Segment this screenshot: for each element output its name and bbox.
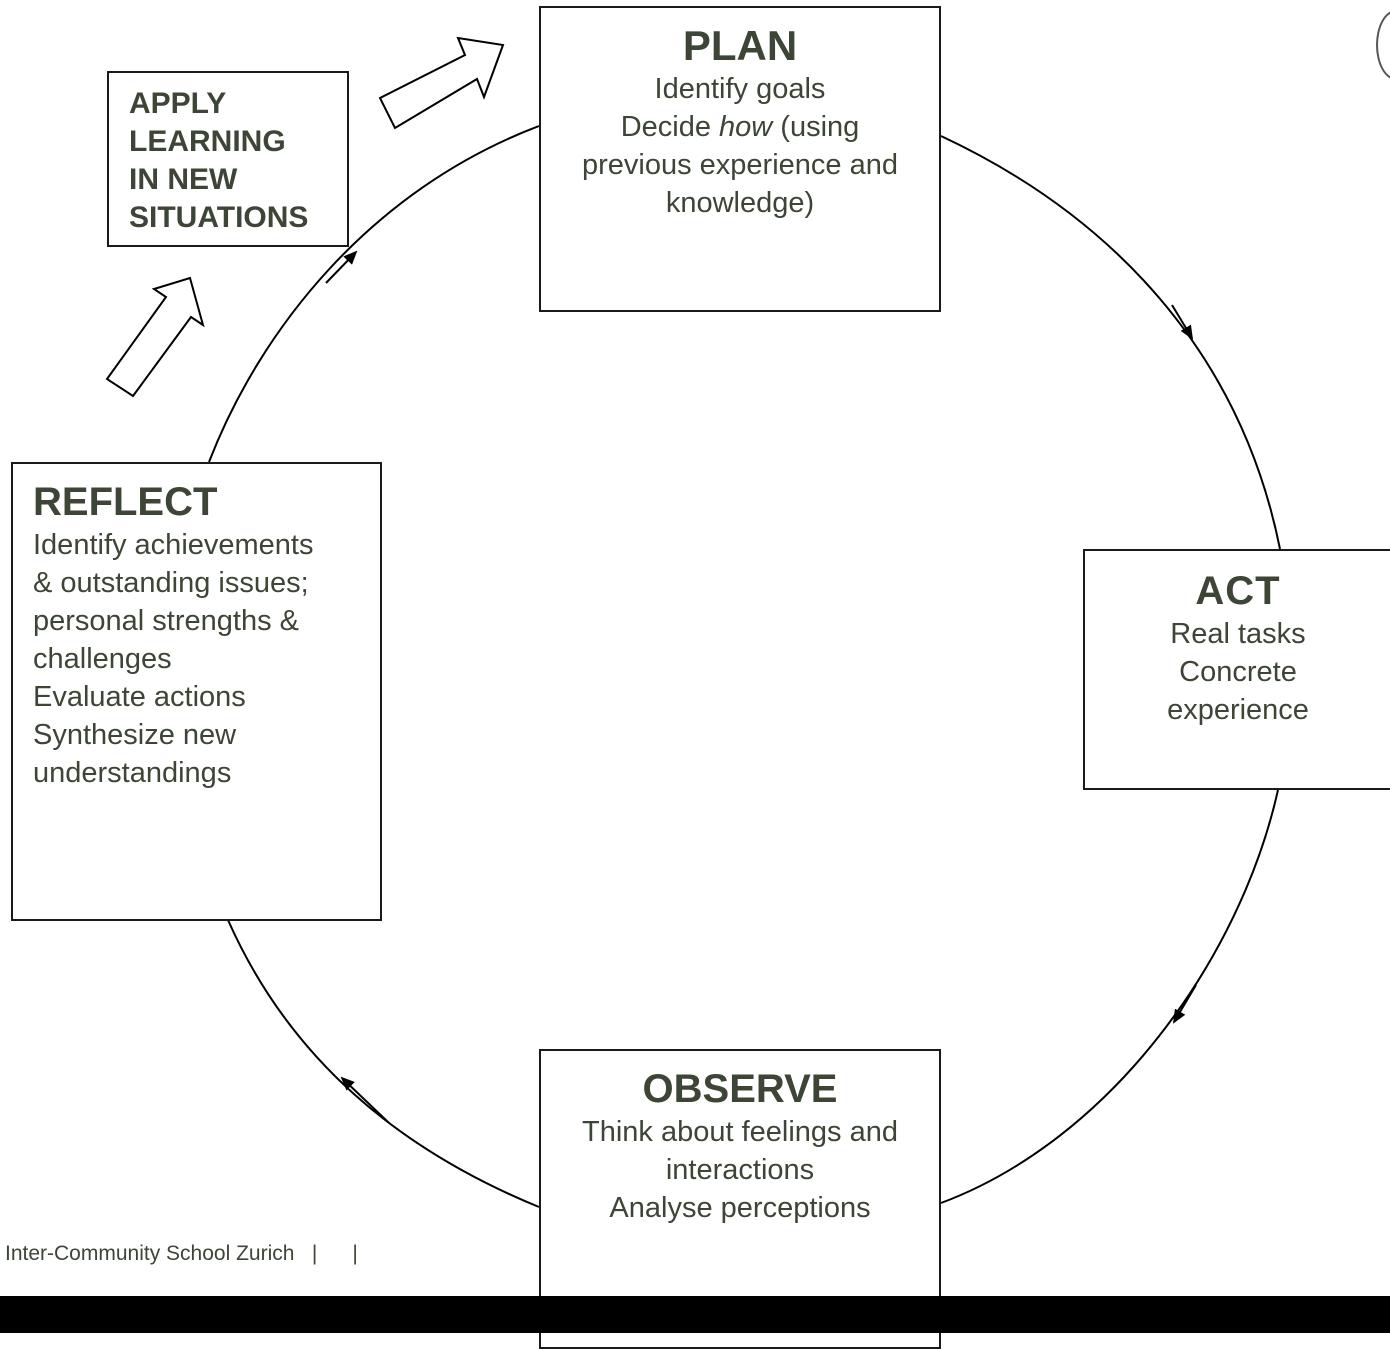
act-line-1: Real tasks [1170,618,1306,650]
plan-line-2: Decide how (using [541,108,939,146]
arrow-mark-2 [1172,984,1197,1024]
block-arrow-to-plan [378,36,505,130]
reflect-line-6: Synthesize new [33,719,237,751]
act-line-3: experience [1167,694,1309,726]
plan-line-2-emphasis: how [719,111,773,143]
reflect-box: REFLECT Identify achievements & outstand… [11,462,382,921]
apply-line-4: SITUATIONS [129,201,309,234]
apply-line-3: IN NEW [129,163,238,196]
observe-line-1: Think about feelings and [582,1116,898,1148]
apply-line-1: APPLY [129,87,227,120]
plan-box: PLAN Identify goals Decide how (using pr… [539,6,941,312]
arc-act-to-observe [940,789,1279,1204]
apply-line-2: LEARNING [129,125,286,158]
reflect-line-3: personal strengths & [33,605,299,637]
arc-reflect-to-plan [208,125,540,463]
observe-line-2: interactions [665,1154,815,1186]
footer-text: Inter-Community School Zurich | | [5,1242,358,1265]
observe-line-3: Analyse perceptions [609,1192,871,1224]
plan-line-1: Identify goals [654,73,826,105]
block-arrow-to-apply [105,276,205,398]
arrow-mark-1 [1171,304,1194,340]
observe-title: OBSERVE [642,1067,838,1111]
arc-observe-to-reflect [227,919,540,1208]
act-title: ACT [1195,569,1281,613]
arc-plan-to-act [940,135,1281,550]
act-line-2: Concrete [1179,656,1297,688]
apply-box: APPLY LEARNING IN NEW SITUATIONS [107,71,349,247]
reflect-line-1: Identify achievements [33,529,314,561]
plan-line-3: previous experience and [582,149,898,181]
plan-title: PLAN [682,22,798,69]
reflect-line-4: challenges [33,643,172,675]
reflect-title: REFLECT [33,480,218,524]
bottom-bar [0,1296,1390,1333]
reflect-line-7: understandings [33,757,232,789]
plan-line-2b: (using [772,111,860,143]
reflect-line-2: & outstanding issues; [33,567,309,599]
plan-line-2a: Decide [620,111,720,143]
reflect-line-5: Evaluate actions [33,681,246,713]
arrow-mark-4 [325,250,358,284]
act-box: ACT Real tasks Concrete experience [1083,549,1390,790]
arrow-mark-3 [340,1076,389,1123]
plan-line-4: knowledge) [665,187,815,219]
